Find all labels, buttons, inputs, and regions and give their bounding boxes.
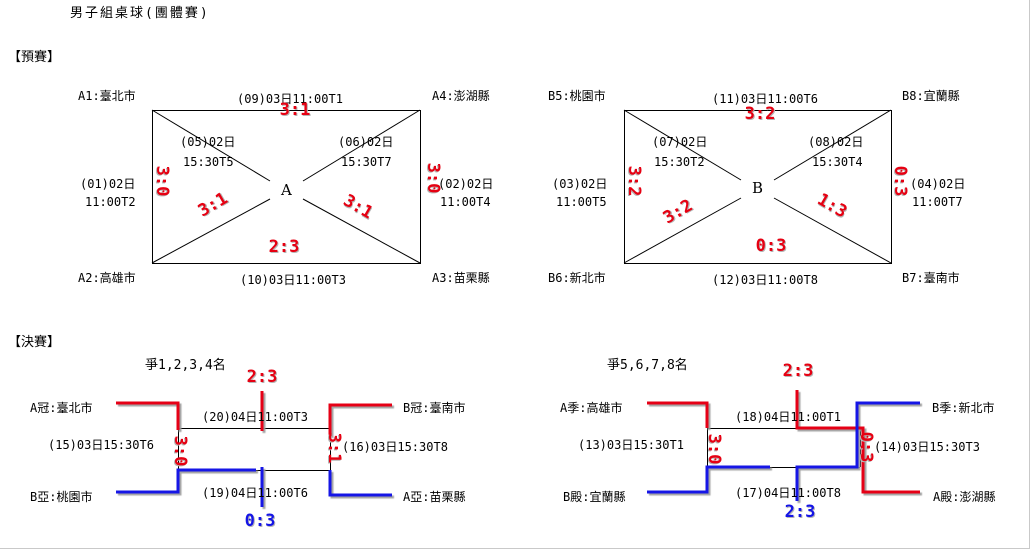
- team-a1: A1:臺北市: [78, 89, 136, 103]
- match-score: 0:3: [755, 236, 787, 256]
- preliminary-heading: 【預賽】: [8, 50, 61, 65]
- match-label-date: (08)02日: [808, 135, 864, 149]
- group-b-center-label: B: [752, 179, 764, 197]
- bracket-5-8-upper-left-path: [647, 401, 709, 428]
- match-label-date: (04)02日: [910, 177, 966, 191]
- team-upper-left: A季:高雄市: [560, 401, 623, 415]
- team-b6: B6:新北市: [548, 271, 606, 285]
- group-b-diagonal-bottom-left: [623, 197, 742, 264]
- semi-left-label: (13)03日15:30T1: [578, 438, 684, 452]
- match-label-time: 15:30T4: [812, 155, 863, 169]
- match-label-date: (07)02日: [652, 135, 708, 149]
- group-a-diagonal-top-right: [302, 109, 421, 182]
- group-a-diagonal-bottom-right: [302, 198, 421, 264]
- match-label: (11)03日11:00T6: [712, 92, 818, 106]
- group-b-diagonal-bottom-right: [773, 197, 892, 264]
- bracket-1-4-marks: [116, 391, 392, 507]
- final-upper-score: 2:3: [246, 367, 278, 387]
- group-a-center-label: A: [281, 181, 292, 199]
- team-upper-right: B冠:臺南市: [403, 401, 466, 415]
- match-label-date: (01)02日: [80, 177, 136, 191]
- match-label: (12)03日11:00T8: [712, 273, 818, 287]
- bracket-1-4-lower-right-path: [328, 470, 392, 497]
- match-label: (10)03日11:00T3: [240, 273, 346, 287]
- team-a4: A4:澎湖縣: [432, 89, 490, 103]
- semi-left-label: (15)03日15:30T6: [48, 438, 154, 452]
- group-a-diagonal-bottom-left: [151, 198, 271, 264]
- bracket-title: 爭1,2,3,4名: [145, 358, 226, 373]
- viewer-right-edge: [1029, 0, 1030, 549]
- match-label-date: (02)02日: [438, 177, 494, 191]
- group-b-frame: [624, 110, 892, 264]
- match-score: 3:0: [152, 165, 172, 197]
- bracket-5-8-lower-left-path: [647, 465, 770, 494]
- group-b-diagram: [623, 109, 892, 264]
- final-lower-score: 0:3: [244, 511, 276, 531]
- match-label-date: (06)02日: [338, 135, 394, 149]
- semi-right-score: 0:3: [856, 431, 876, 463]
- final-lower-label: (19)04日11:00T6: [202, 486, 308, 500]
- semi-right-label: (14)03日15:30T3: [874, 440, 980, 454]
- bracket-1-4-lines: [116, 391, 392, 507]
- team-lower-right: A殿:澎湖縣: [933, 490, 996, 504]
- bracket-5-8-upper-right-path: [795, 401, 920, 501]
- match-score: 3:2: [624, 165, 644, 197]
- match-label-time: 15:30T7: [341, 155, 392, 169]
- team-lower-left: B殿:宜蘭縣: [563, 490, 626, 504]
- match-label-time: 11:00T2: [85, 195, 136, 209]
- team-b5: B5:桃園市: [548, 89, 606, 103]
- bracket-title: 爭5,6,7,8名: [607, 358, 688, 373]
- team-b8: B8:宜蘭縣: [902, 89, 960, 103]
- bracket-5-8-lower-right-path: [795, 390, 920, 494]
- final-upper-label: (20)04日11:00T3: [202, 410, 308, 424]
- team-lower-left: B亞:桃園市: [30, 490, 93, 504]
- bracket-1-4-upper-right-path: [328, 403, 392, 436]
- viewer-bottom-edge: [0, 548, 1030, 549]
- match-label-time: 11:00T7: [912, 195, 963, 209]
- final-upper-label: (18)04日11:00T1: [735, 410, 841, 424]
- team-upper-right: B季:新北市: [932, 401, 995, 415]
- match-score: 0:3: [890, 165, 910, 197]
- match-label: (09)03日11:00T1: [237, 92, 343, 106]
- semi-left-score: 3:0: [170, 435, 190, 467]
- match-label-time: 15:30T5: [183, 155, 234, 169]
- semi-left-score: 3:0: [704, 433, 724, 465]
- semi-right-label: (16)03日15:30T8: [342, 440, 448, 454]
- group-a-frame: [152, 110, 421, 264]
- finals-heading: 【決賽】: [8, 335, 61, 350]
- match-label-time: 15:30T2: [654, 155, 705, 169]
- group-b-diagonal-top-right: [773, 109, 892, 181]
- match-score: 3:1: [279, 100, 311, 120]
- final-upper-score: 2:3: [782, 361, 814, 381]
- group-b-diagonal-top-left: [623, 109, 742, 181]
- bracket-5-8-marks: [647, 390, 920, 501]
- bracket-1-4-upper-left-path: [116, 401, 180, 430]
- match-score: 3:2: [744, 104, 776, 124]
- team-upper-left: A冠:臺北市: [30, 401, 93, 415]
- group-a-diagonal-top-left: [151, 109, 271, 182]
- match-label-date: (03)02日: [552, 177, 608, 191]
- bracket-5-8-lines: [647, 390, 920, 501]
- match-label-date: (05)02日: [180, 135, 236, 149]
- team-lower-right: A亞:苗栗縣: [403, 490, 466, 504]
- final-lower-label: (17)04日11:00T8: [735, 486, 841, 500]
- bracket-1-4-lower-left-path: [116, 468, 256, 494]
- group-a-diagram: [151, 109, 421, 264]
- team-a2: A2:高雄市: [78, 271, 136, 285]
- team-b7: B7:臺南市: [902, 271, 960, 285]
- page-title: 男子組桌球(團體賽): [70, 6, 210, 21]
- match-score: 2:3: [268, 237, 300, 257]
- semi-right-score: 3:1: [324, 432, 344, 464]
- match-score: 3:0: [423, 162, 443, 194]
- match-label-time: 11:00T4: [440, 195, 491, 209]
- final-lower-score: 2:3: [784, 502, 816, 522]
- team-a3: A3:苗栗縣: [432, 271, 490, 285]
- match-label-time: 11:00T5: [556, 195, 607, 209]
